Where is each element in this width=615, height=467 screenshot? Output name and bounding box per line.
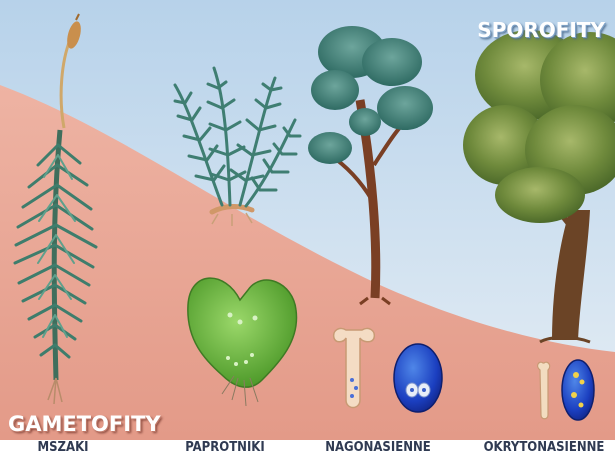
group-label-ferns: PAPROTNIKI (175, 440, 275, 462)
group-label-angiosperms: OKRYTONASIENNE (478, 440, 610, 462)
illustration (0, 0, 615, 440)
gametophyte-label: GAMETOFITY (8, 412, 161, 436)
angiosperm-ovule (562, 360, 594, 420)
pine-ovule (394, 344, 442, 412)
group-label-mosses: MSZAKI (28, 440, 98, 462)
sporophyte-label: SPOROFITY (477, 18, 605, 42)
group-label-gymnosperms: NAGONASIENNE (318, 440, 438, 462)
